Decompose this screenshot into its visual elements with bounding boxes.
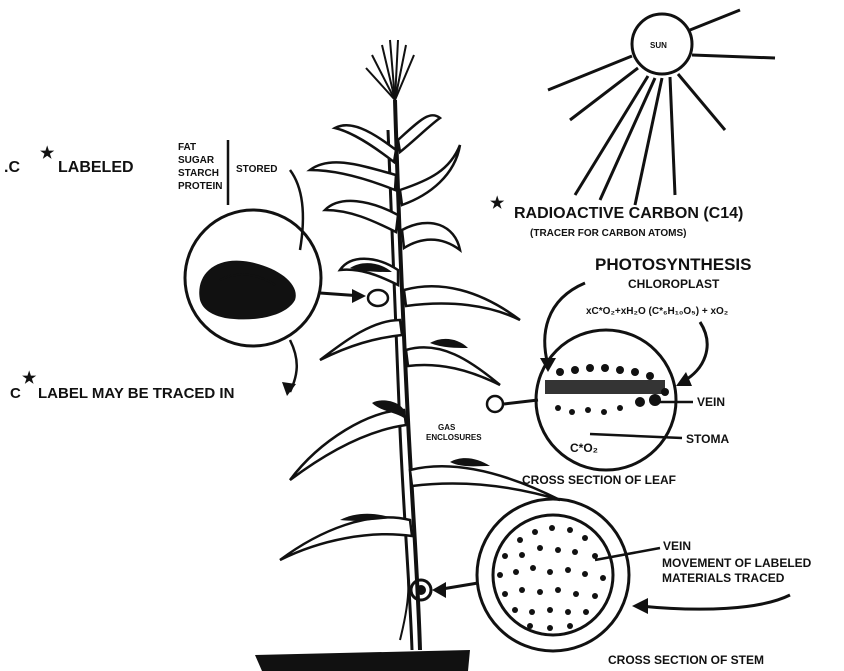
corn-ear bbox=[368, 290, 388, 306]
chloroplast-label: CHLOROPLAST bbox=[628, 277, 720, 291]
sun-label: SUN bbox=[650, 41, 667, 50]
star-marker-traced: ★ bbox=[22, 370, 37, 387]
cross-section-leaf-label: CROSS SECTION OF LEAF bbox=[522, 473, 676, 487]
enclosures-label: ENCLOSURES bbox=[426, 433, 482, 442]
stem-vein-label: VEIN bbox=[663, 539, 691, 553]
protein-label: PROTEIN bbox=[178, 181, 222, 192]
star-marker: ★ bbox=[40, 145, 55, 162]
photosynthesis-label: PHOTOSYNTHESIS bbox=[595, 255, 752, 274]
photosynthesis-equation: xC*O₂+xH₂O (C*₆H₁₀O₅) + xO₂ bbox=[586, 306, 728, 317]
stored-material-blob bbox=[199, 261, 296, 320]
fat-label: FAT bbox=[178, 142, 196, 153]
sun-rays bbox=[548, 10, 775, 205]
tassel bbox=[366, 40, 414, 100]
starch-label: STARCH bbox=[178, 168, 219, 179]
ground bbox=[255, 580, 470, 671]
leaves bbox=[280, 115, 560, 560]
storage-circle bbox=[185, 210, 366, 346]
label-may-be-traced: LABEL MAY BE TRACED IN bbox=[38, 385, 234, 402]
sugar-label: SUGAR bbox=[178, 155, 215, 166]
tracer-label: (TRACER FOR CARBON ATOMS) bbox=[530, 228, 686, 239]
movement-label-line1: MOVEMENT OF LABELED bbox=[662, 556, 812, 570]
movement-label-line2: MATERIALS TRACED bbox=[662, 571, 785, 585]
leaf-vein-label: VEIN bbox=[697, 395, 725, 409]
labeled-word: LABELED bbox=[58, 159, 134, 176]
co2-label: C*O₂ bbox=[570, 441, 598, 455]
c-labeled-prefix: .C bbox=[4, 159, 20, 176]
sun: SUN bbox=[548, 10, 775, 205]
c-label-traced-prefix: C bbox=[10, 385, 21, 402]
radioactive-carbon-label: RADIOACTIVE CARBON (C14) bbox=[514, 205, 743, 222]
cross-section-stem-label: CROSS SECTION OF STEM bbox=[608, 653, 764, 667]
star-marker-radioactive: ★ bbox=[490, 195, 505, 212]
leaf-cell-texture bbox=[545, 364, 669, 415]
corn-plant bbox=[280, 40, 560, 650]
stoma-label: STOMA bbox=[686, 432, 729, 446]
stem-vein-dots bbox=[497, 525, 606, 631]
gas-label: GAS bbox=[438, 423, 456, 432]
gas-enclosure-marker bbox=[487, 396, 503, 412]
stored-label: STORED bbox=[236, 164, 278, 175]
